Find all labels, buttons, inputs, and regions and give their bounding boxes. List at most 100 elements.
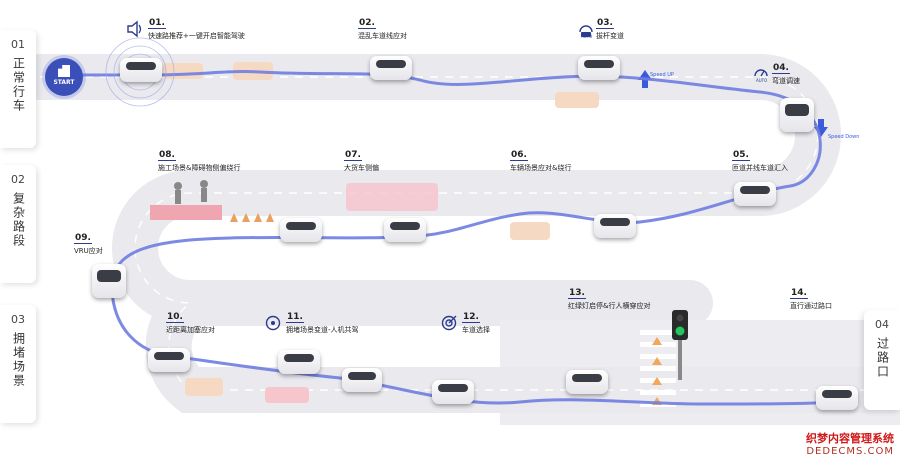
car-window bbox=[347, 372, 377, 381]
section-title: 正常行车 bbox=[11, 57, 26, 113]
steering-hand-icon bbox=[265, 315, 281, 331]
speedometer-icon bbox=[754, 69, 768, 77]
watermark: 织梦内容管理系统 DEDECMS.COM bbox=[806, 430, 894, 457]
ego-car bbox=[280, 218, 322, 242]
ego-car bbox=[370, 56, 412, 80]
car-window bbox=[437, 384, 469, 393]
ghost-car-6 bbox=[163, 63, 203, 79]
section-tab-1: 01 正常行车 bbox=[0, 30, 36, 148]
step-text: 匝道并线车道汇入 bbox=[732, 164, 788, 172]
auto-gauge-icon bbox=[579, 25, 593, 37]
section-tab-4: 04 过路口 bbox=[864, 310, 900, 410]
step-num: 05. bbox=[732, 150, 750, 161]
traffic-light bbox=[672, 310, 688, 380]
step-text: 快速路推荐+一键开启智能驾驶 bbox=[148, 32, 245, 40]
step-num: 12. bbox=[462, 312, 480, 323]
step-text: 拔杆变道 bbox=[596, 32, 624, 40]
step-1: 01. 快速路推荐+一键开启智能驾驶 bbox=[148, 18, 245, 41]
section-num: 04 bbox=[875, 318, 889, 331]
car-window bbox=[599, 218, 631, 227]
car-window bbox=[784, 104, 810, 116]
step-num: 14. bbox=[790, 288, 808, 299]
step-14: 14. 直行通过路口 bbox=[790, 288, 832, 311]
step-text: 施工场景&障碍物侧偏绕行 bbox=[158, 164, 241, 172]
step-text: 车辆场景应对&绕行 bbox=[510, 164, 572, 172]
step-num: 10. bbox=[166, 312, 184, 323]
ego-car bbox=[432, 380, 474, 404]
ghost-car-5 bbox=[265, 387, 309, 403]
ego-car bbox=[148, 348, 190, 372]
step-6: 06. 车辆场景应对&绕行 bbox=[510, 150, 571, 173]
building-icon bbox=[58, 65, 70, 77]
ego-car bbox=[342, 368, 382, 392]
section-title: 过路口 bbox=[875, 337, 890, 379]
car-window bbox=[153, 352, 185, 361]
step-num: 13. bbox=[568, 288, 586, 299]
step-num: 11. bbox=[286, 312, 304, 323]
section-num: 03 bbox=[11, 313, 25, 326]
ghost-car-4 bbox=[185, 378, 223, 396]
step-4: 04. 弯道调速 bbox=[772, 63, 800, 86]
step-7: 07. 大货车侧偏 bbox=[344, 150, 379, 173]
car-window bbox=[389, 222, 421, 231]
ego-car bbox=[120, 58, 162, 82]
truck-obstacle bbox=[346, 183, 438, 211]
target-icon bbox=[441, 315, 457, 331]
step-text: 大货车侧偏 bbox=[344, 164, 379, 172]
car-window bbox=[375, 60, 407, 69]
speed-down-arrow bbox=[814, 119, 828, 137]
step-text: 拥堵场景变道-人机共驾 bbox=[286, 326, 359, 334]
car-window bbox=[96, 270, 122, 282]
step-num: 08. bbox=[158, 150, 176, 161]
section-title: 拥堵场景 bbox=[11, 332, 26, 388]
car-window bbox=[821, 390, 853, 399]
step-text: 直行通过路口 bbox=[790, 302, 832, 310]
worker-figures bbox=[174, 180, 208, 204]
ghost-car-3 bbox=[510, 222, 550, 240]
car-window bbox=[739, 186, 771, 195]
auto-badge-2: AUTO bbox=[756, 78, 768, 83]
step-10: 10. 近距离加塞应对 bbox=[166, 312, 215, 335]
ego-car bbox=[566, 370, 608, 394]
step-text: 近距离加塞应对 bbox=[166, 326, 215, 334]
step-8: 08. 施工场景&障碍物侧偏绕行 bbox=[158, 150, 240, 173]
traffic-cones bbox=[230, 213, 274, 222]
speaker-icon bbox=[127, 20, 142, 38]
section-num: 02 bbox=[11, 173, 25, 186]
speed-down-label: Speed Down bbox=[828, 134, 860, 140]
car-window bbox=[125, 62, 157, 71]
step-text: 混乱车道线应对 bbox=[358, 32, 407, 40]
step-num: 06. bbox=[510, 150, 528, 161]
car-window bbox=[571, 374, 603, 383]
step-text: VRU应对 bbox=[74, 247, 103, 255]
section-tab-2: 02 复杂路段 bbox=[0, 165, 36, 283]
step-3: 03. 拔杆变道 bbox=[596, 18, 624, 41]
ego-car bbox=[734, 182, 776, 206]
step-5: 05. 匝道并线车道汇入 bbox=[732, 150, 788, 173]
construction-barrier bbox=[150, 205, 222, 220]
step-2: 02. 混乱车道线应对 bbox=[358, 18, 407, 41]
section-num: 01 bbox=[11, 38, 25, 51]
step-9: 09. VRU应对 bbox=[74, 233, 103, 256]
step-text: 弯道调速 bbox=[772, 77, 800, 85]
car-window bbox=[285, 222, 317, 231]
watermark-line-2: DEDECMS.COM bbox=[806, 446, 894, 457]
section-title: 复杂路段 bbox=[11, 192, 26, 248]
ego-car bbox=[578, 56, 620, 80]
ego-car bbox=[594, 214, 636, 238]
ego-car bbox=[780, 98, 814, 132]
start-label: START bbox=[53, 79, 75, 86]
lane-markings bbox=[40, 76, 900, 391]
auto-badge: AUTO bbox=[581, 34, 593, 39]
section-tab-3: 03 拥堵场景 bbox=[0, 305, 36, 423]
speed-up-label: Speed UP bbox=[650, 72, 674, 78]
step-text: 红绿灯启停&行人横穿应对 bbox=[568, 302, 651, 310]
ego-car bbox=[92, 264, 126, 298]
ego-car bbox=[384, 218, 426, 242]
watermark-line-1: 织梦内容管理系统 bbox=[806, 432, 894, 445]
start-badge: START bbox=[45, 58, 83, 96]
step-text: 车道选择 bbox=[462, 326, 490, 334]
car-window bbox=[583, 60, 615, 69]
step-13: 13. 红绿灯启停&行人横穿应对 bbox=[568, 288, 650, 311]
